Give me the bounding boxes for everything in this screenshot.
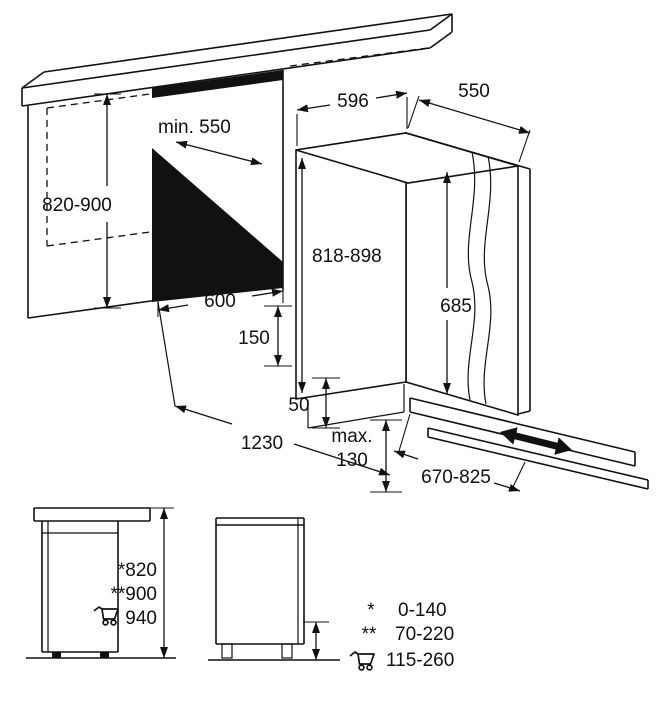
counter-top [21,13,453,107]
legend-value-double-star: 70-220 [395,624,454,645]
label-installation-depth: 1230 [241,433,283,454]
label-plinth-recess-value: 130 [336,450,368,471]
dimension-niche-height: 820-900 [42,93,121,309]
label-plinth-height: 150 [238,328,270,349]
cabinet-structure [27,70,284,407]
dimension-plinth-recess: max. 130 [331,419,402,493]
label-plinth-recess-max: max. [331,426,372,447]
legend-symbol-star: * [367,600,375,621]
side-view-built-under: *820 **900 940 [26,507,176,659]
label-furniture-panel-height: 670-825 [421,467,491,488]
legend-value-cart: 115-260 [386,650,454,671]
adjustable-foot [281,643,293,659]
foot [100,652,109,658]
label-appliance-depth: 550 [458,81,490,102]
dimension-appliance-height: 818-898 [298,158,382,393]
label-niche-width: 600 [204,291,236,312]
cart-icon [349,651,375,671]
dimension-furniture-panel-height: 670-825 [393,413,526,492]
label-appliance-width: 596 [337,91,369,112]
legend-symbol-double-star: ** [362,624,377,645]
label-appliance-height: 818-898 [312,246,382,267]
label-niche-height: 820-900 [42,195,112,216]
furniture-door-panel-flat [409,397,649,490]
dimension-niche-depth: min. 550 [158,117,263,166]
dimension-plinth-height: 150 [238,305,292,367]
dimension-installation-depth: 1230 [174,405,391,476]
legend: * 0-140 ** 70-220 115-260 [349,600,454,671]
cart-icon [93,606,119,626]
adjustable-foot [221,643,233,659]
dimension-niche-width: 600 [157,288,284,317]
dimension-door-mount-height: 685 [440,172,472,394]
door-panel-wavy-line [467,151,476,401]
dimension-appliance-depth: 550 [407,81,531,163]
label-niche-depth: min. 550 [158,117,231,138]
label-bottom-gap: 50 [288,395,309,416]
dimension-bottom-gap: 50 [288,377,340,429]
cabinet-hidden-edges [46,47,429,247]
side-view-freestanding [208,517,340,661]
slide-direction-arrow [500,427,572,455]
label-height-double-star: **900 [111,584,158,605]
niche-opening [152,70,283,302]
label-height-cart: 940 [125,608,157,629]
door-panel-wavy-line [483,155,492,405]
label-door-mount-height: 685 [440,296,472,317]
label-height-star: *820 [118,560,157,581]
legend-value-star: 0-140 [398,600,447,621]
dimension-appliance-width: 596 [296,90,408,146]
foot [52,652,61,658]
dishwasher-body [295,131,531,429]
